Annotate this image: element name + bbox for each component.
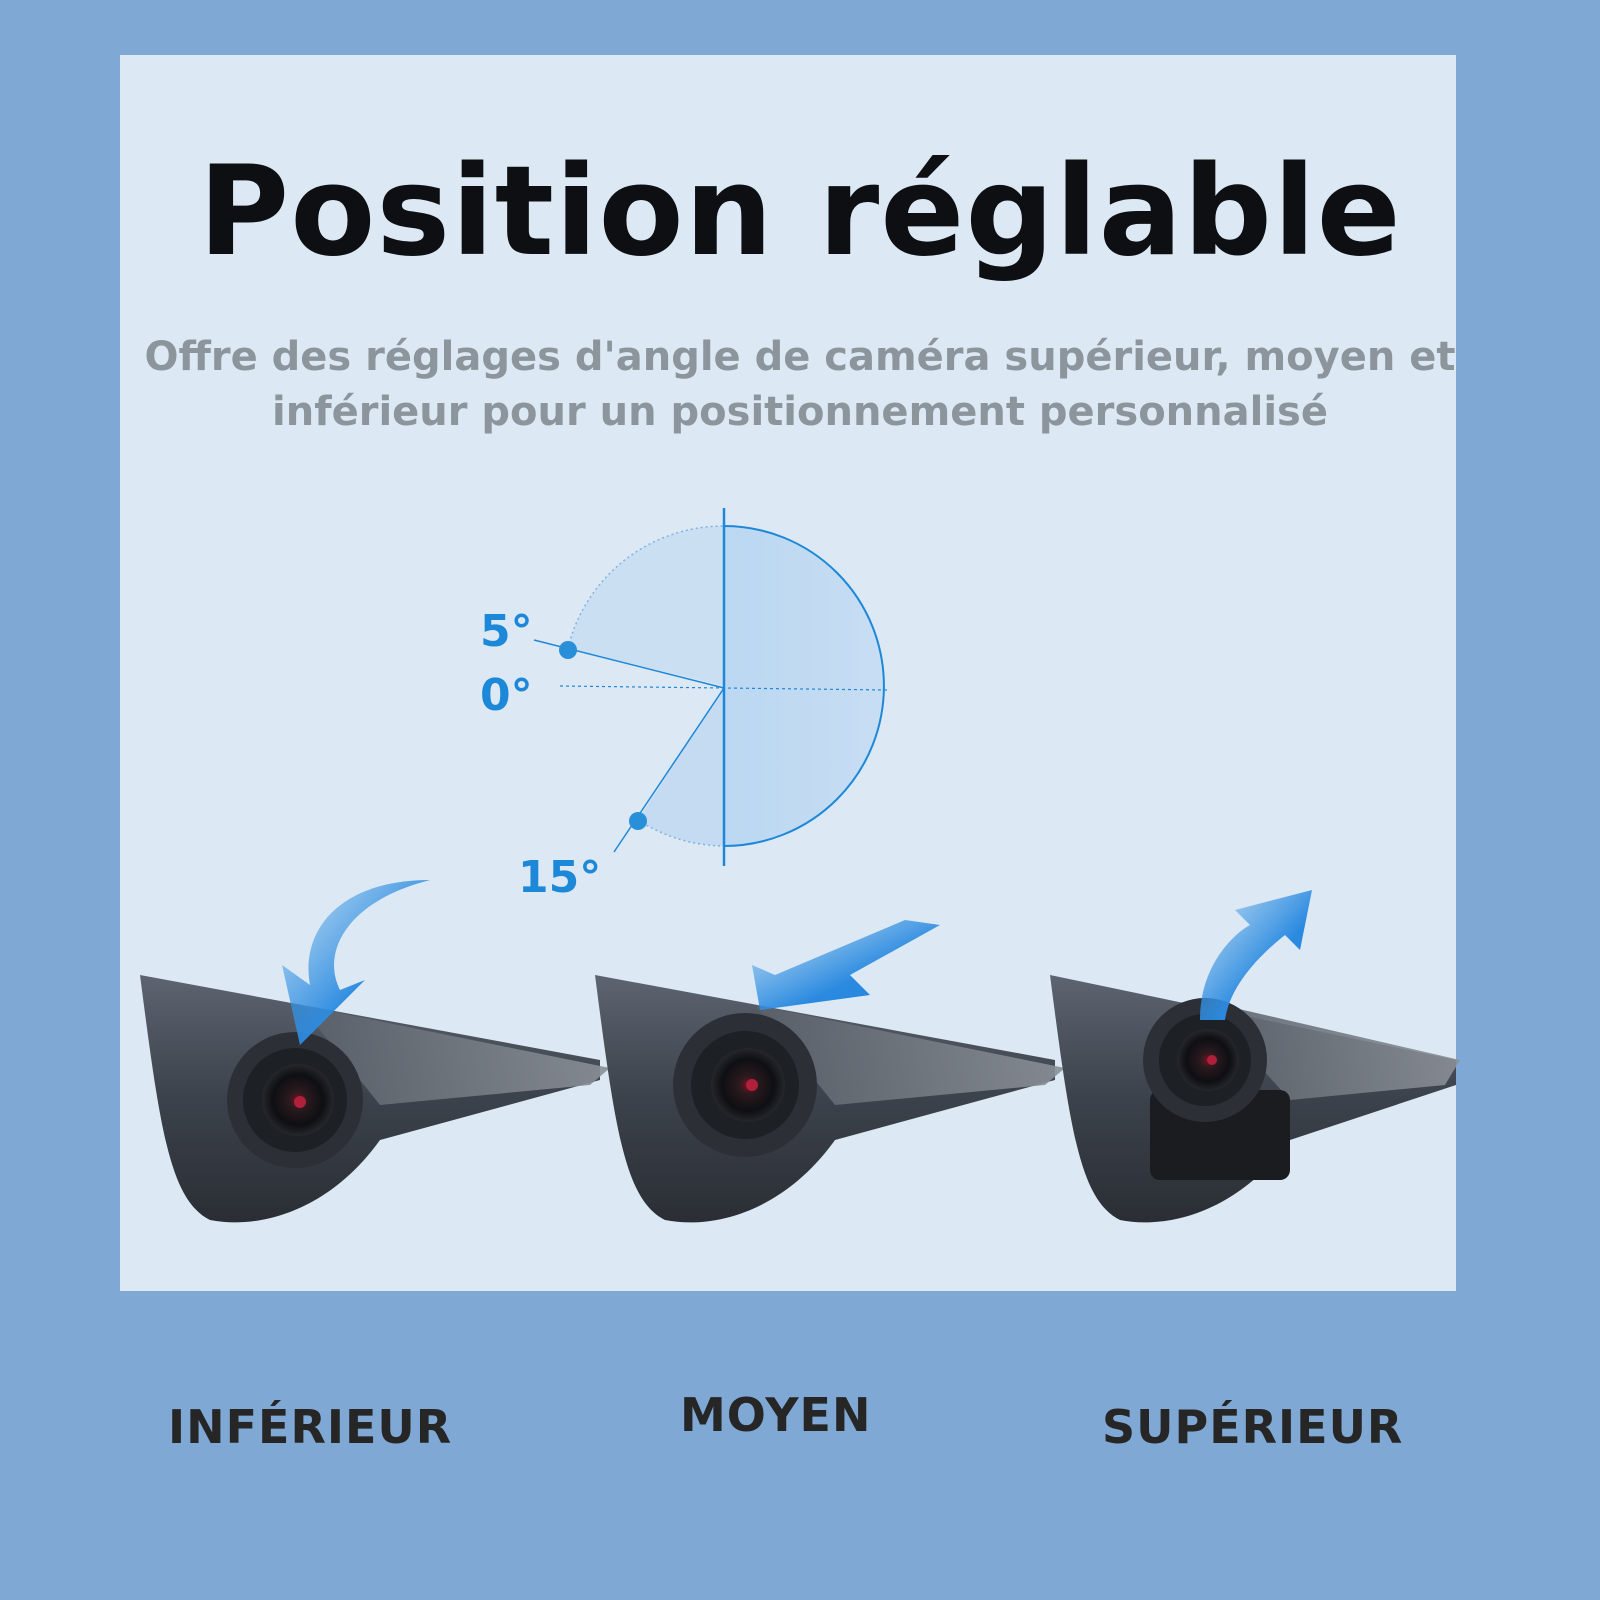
angle-sector-lower [638, 686, 724, 846]
arrow-up-icon [1200, 890, 1312, 1020]
camera-illustrations [140, 880, 1460, 1223]
fifteen-degree-dot [629, 812, 647, 830]
angle-arc-dotted [567, 525, 725, 649]
position-label-moyen: MOYEN [680, 1388, 872, 1442]
page-subtitle: Offre des réglages d'angle de caméra sup… [140, 330, 1460, 440]
five-degree-dot [559, 641, 577, 659]
arrow-level-icon [752, 920, 940, 1010]
angle-arc [723, 525, 885, 847]
angle-sector-right [724, 526, 884, 846]
position-label-inferieur: INFÉRIEUR [168, 1400, 453, 1454]
angle-label-5: 5° [480, 606, 533, 657]
page-title: Position réglable [198, 140, 1402, 284]
position-label-superieur: SUPÉRIEUR [1102, 1400, 1404, 1454]
camera-superieur [1050, 975, 1460, 1223]
angle-label-15: 15° [518, 852, 602, 903]
subtitle-line-2: inférieur pour un positionnement personn… [272, 389, 1328, 435]
angle-arc-dotted-lower [637, 819, 725, 847]
arrow-down-icon [282, 880, 430, 1045]
subtitle-line-1: Offre des réglages d'angle de caméra sup… [144, 334, 1456, 380]
angle-sector-upper [568, 525, 724, 686]
angle-diagram [533, 508, 889, 866]
angle-label-0: 0° [480, 670, 533, 721]
camera-inferieur [140, 975, 610, 1223]
camera-moyen [595, 975, 1065, 1223]
